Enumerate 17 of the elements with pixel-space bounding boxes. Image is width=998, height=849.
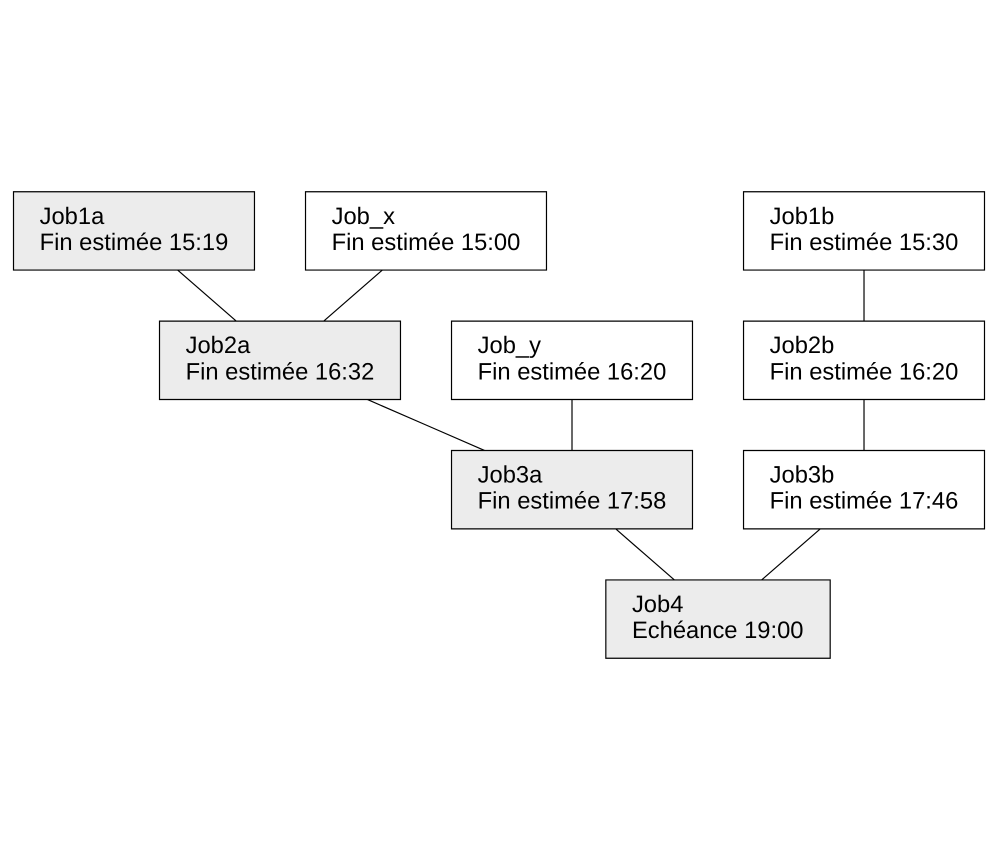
node-box: Job2a Fin estimée 16:32 (158, 320, 402, 400)
node-box: Job_y Fin estimée 16:20 (450, 320, 694, 400)
node-box: Job_x Fin estimée 15:00 (304, 190, 548, 270)
connector (177, 269, 237, 321)
connector (863, 270, 865, 321)
connector (615, 528, 675, 580)
connector (863, 399, 865, 450)
node-box: Job2b Fin estimée 16:20 (742, 320, 986, 400)
connector (761, 528, 821, 580)
node-box: Job4 Echéance 19:00 (605, 578, 831, 658)
connector (367, 398, 485, 450)
node-box: Job3b Fin estimée 17:46 (742, 449, 986, 529)
node-box: Job3a Fin estimée 17:58 (450, 449, 694, 529)
connector (571, 399, 573, 450)
node-box: Job1b Fin estimée 15:30 (742, 190, 986, 270)
connector (323, 269, 383, 321)
node-box: Job1a Fin estimée 15:19 (12, 190, 256, 270)
